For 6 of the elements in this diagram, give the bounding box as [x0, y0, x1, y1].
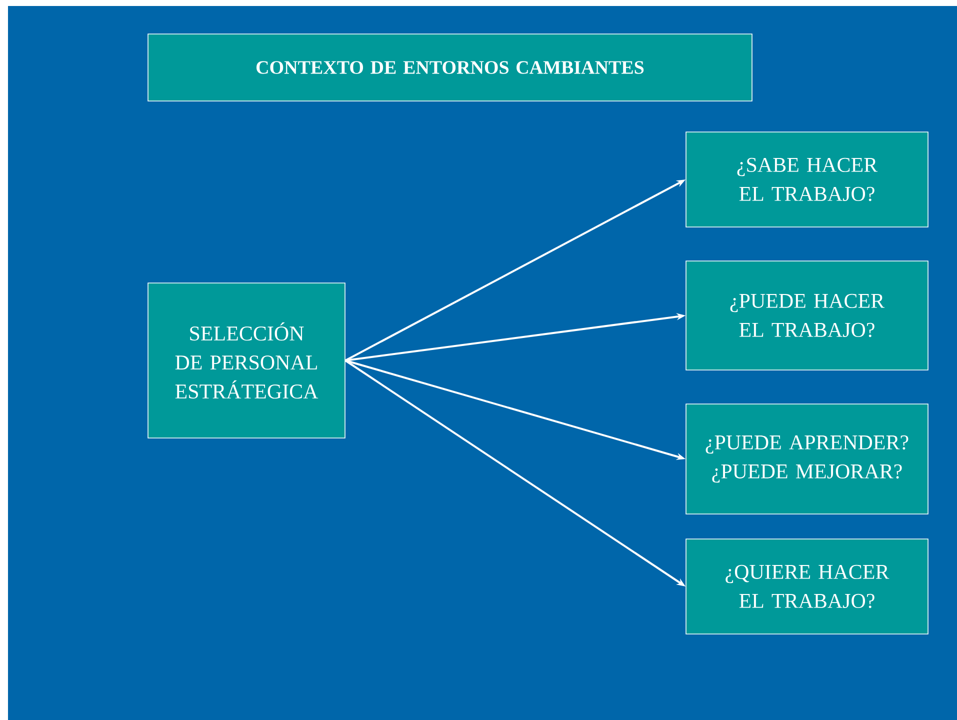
- answer-box: ¿SABE HACER EL TRABAJO?: [686, 132, 928, 228]
- answer-box: ¿PUEDE HACER EL TRABAJO?: [686, 260, 928, 370]
- heading-box: CONTEXTO DE ENTORNOS CAMBIANTES: [148, 34, 752, 102]
- process-box: SELECCIÓN DE PERSONAL ESTRÁTEGICA: [148, 282, 346, 438]
- answer-box: ¿QUIERE HACER EL TRABAJO?: [686, 538, 928, 634]
- answer-box: ¿PUEDE APRENDER? ¿PUEDE MEJORAR?: [686, 404, 928, 514]
